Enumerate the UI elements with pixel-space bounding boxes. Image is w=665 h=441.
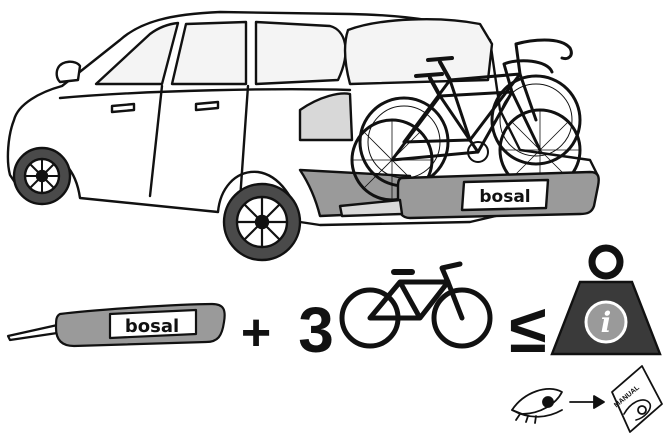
rear-wheel xyxy=(224,184,300,260)
less-or-equal-operator: ≤ xyxy=(509,291,546,367)
folded-carrier-brand-logo: bosal xyxy=(125,316,179,337)
read-manual-hint xyxy=(512,366,662,432)
weight-ring xyxy=(592,248,620,276)
door-handle-rear xyxy=(112,104,134,112)
quarter-window xyxy=(256,22,346,84)
bicycle-icon xyxy=(342,264,490,346)
bike-count: 3 xyxy=(298,294,334,366)
front-wheel xyxy=(14,148,70,204)
plus-operator: + xyxy=(241,304,271,362)
carrier-brand-logo: bosal xyxy=(479,187,530,207)
eye-icon xyxy=(512,389,562,414)
door-handle-front xyxy=(196,102,218,110)
info-symbol: i xyxy=(601,306,612,339)
front-door-window xyxy=(172,22,246,84)
side-mirror xyxy=(57,62,80,82)
folded-carrier-icon xyxy=(8,304,225,346)
